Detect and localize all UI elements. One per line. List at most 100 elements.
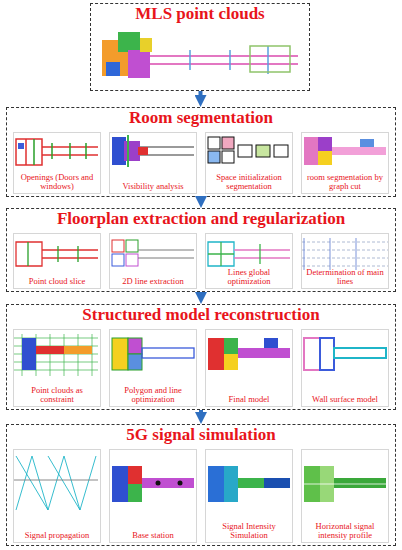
step-panel: 2D line extraction bbox=[109, 233, 197, 289]
plan-lines bbox=[16, 139, 98, 165]
signal-block bbox=[238, 478, 264, 488]
stage-section: MLS point clouds bbox=[90, 3, 310, 91]
intensity-image bbox=[208, 466, 290, 502]
polygon bbox=[128, 354, 142, 370]
base-station-dot bbox=[156, 481, 161, 486]
line-box bbox=[126, 240, 138, 252]
stage-section: 5G signal simulationSignal propagationBa… bbox=[6, 424, 396, 546]
step-caption: Signal Intensity Simulation bbox=[206, 522, 292, 542]
model-block bbox=[64, 346, 92, 354]
slice-lines bbox=[28, 242, 78, 266]
model-block bbox=[128, 466, 142, 484]
cloud-block bbox=[106, 62, 120, 76]
wall-outline bbox=[320, 338, 334, 370]
base-station-dot bbox=[178, 481, 183, 486]
propagation-image bbox=[14, 456, 98, 510]
step-caption: 2D line extraction bbox=[110, 277, 196, 288]
flow-arrow bbox=[199, 91, 203, 97]
cloud-block bbox=[128, 50, 150, 78]
line-extraction-image bbox=[112, 240, 194, 266]
model-block bbox=[224, 354, 238, 370]
line-set bbox=[208, 242, 260, 266]
room-block bbox=[304, 137, 318, 165]
cloud-lines bbox=[190, 46, 268, 74]
constraint-image bbox=[14, 334, 98, 376]
step-caption: Wall surface model bbox=[302, 395, 388, 406]
section-title: Floorplan extraction and regularization bbox=[7, 209, 395, 229]
section-title: 5G signal simulation bbox=[7, 425, 395, 445]
step-panel: Determination of main lines bbox=[301, 233, 389, 289]
section-title: Structured model reconstruction bbox=[7, 305, 395, 325]
model-block bbox=[112, 466, 128, 502]
space-init-image bbox=[208, 137, 288, 163]
grid-lines bbox=[14, 334, 98, 376]
signal-block bbox=[264, 478, 290, 488]
flow-arrow bbox=[199, 410, 203, 414]
main-lines-image bbox=[302, 238, 388, 270]
graph-cut-image bbox=[304, 137, 386, 165]
line-box bbox=[112, 254, 124, 266]
step-caption: Visibility analysis bbox=[110, 182, 196, 193]
model-block bbox=[264, 338, 278, 348]
step-panel: Final model bbox=[205, 329, 293, 407]
section-title: Room segmentation bbox=[7, 108, 395, 128]
cloud-outline bbox=[250, 46, 290, 72]
plan-lines bbox=[138, 147, 194, 155]
step-caption: Determination of main lines bbox=[302, 268, 388, 288]
step-panel: Horizontal signal intensity profile bbox=[301, 449, 389, 543]
step-panel: Lines global optimization bbox=[205, 233, 293, 289]
base-station-image bbox=[112, 466, 194, 502]
slice-lines bbox=[16, 242, 98, 266]
polygon bbox=[112, 338, 128, 370]
step-caption: Horizontal signal intensity profile bbox=[302, 522, 388, 542]
step-panel: Polygon and line optimization bbox=[109, 329, 197, 407]
wall-outline bbox=[304, 338, 320, 370]
step-caption: Point cloud slice bbox=[14, 277, 100, 288]
slice-image bbox=[16, 242, 98, 266]
model-block bbox=[238, 348, 290, 358]
section-title: MLS point clouds bbox=[91, 4, 309, 24]
space-cell bbox=[208, 137, 220, 149]
corridor-lines bbox=[150, 56, 298, 64]
wall-outline bbox=[334, 348, 386, 358]
view-ray bbox=[127, 135, 129, 167]
step-panel: Openings (Doors and windows) bbox=[13, 132, 101, 194]
step-caption: Base station bbox=[110, 531, 196, 542]
space-cell bbox=[238, 145, 252, 157]
space-cell bbox=[222, 151, 234, 163]
profile-line bbox=[304, 484, 386, 485]
ray-paths bbox=[14, 480, 98, 481]
model-block bbox=[22, 338, 36, 370]
step-caption: Space initialization segmentation bbox=[206, 173, 292, 193]
global-optimization-image bbox=[208, 242, 290, 266]
room-block bbox=[318, 151, 332, 165]
main-lines bbox=[302, 242, 388, 266]
signal-block bbox=[334, 478, 386, 488]
polygon bbox=[142, 348, 194, 358]
model-block bbox=[208, 338, 224, 370]
cloud-block bbox=[118, 32, 140, 52]
profile-image bbox=[304, 466, 386, 502]
line-set bbox=[138, 250, 194, 258]
room-block bbox=[124, 141, 140, 161]
step-panel: Point clouds as constraint bbox=[13, 329, 101, 407]
room-block bbox=[138, 147, 148, 155]
line-set bbox=[234, 250, 290, 258]
room-block bbox=[318, 137, 332, 151]
space-cell bbox=[208, 151, 220, 163]
model-block bbox=[128, 484, 142, 502]
openings-image bbox=[16, 139, 98, 165]
stage-section: Floorplan extraction and regularizationP… bbox=[6, 208, 396, 292]
space-cell bbox=[274, 145, 288, 157]
step-panel: Base station bbox=[109, 449, 197, 543]
model-block bbox=[36, 346, 64, 354]
step-caption: Lines global optimization bbox=[206, 268, 292, 288]
step-panel: Point cloud slice bbox=[13, 233, 101, 289]
step-panel: Wall surface model bbox=[301, 329, 389, 407]
flow-arrow bbox=[199, 197, 203, 198]
flow-arrow bbox=[199, 292, 203, 294]
ray-paths bbox=[16, 456, 96, 510]
room-block bbox=[112, 137, 126, 165]
step-panel: Signal propagation bbox=[13, 449, 101, 543]
polygon-image bbox=[112, 338, 194, 370]
